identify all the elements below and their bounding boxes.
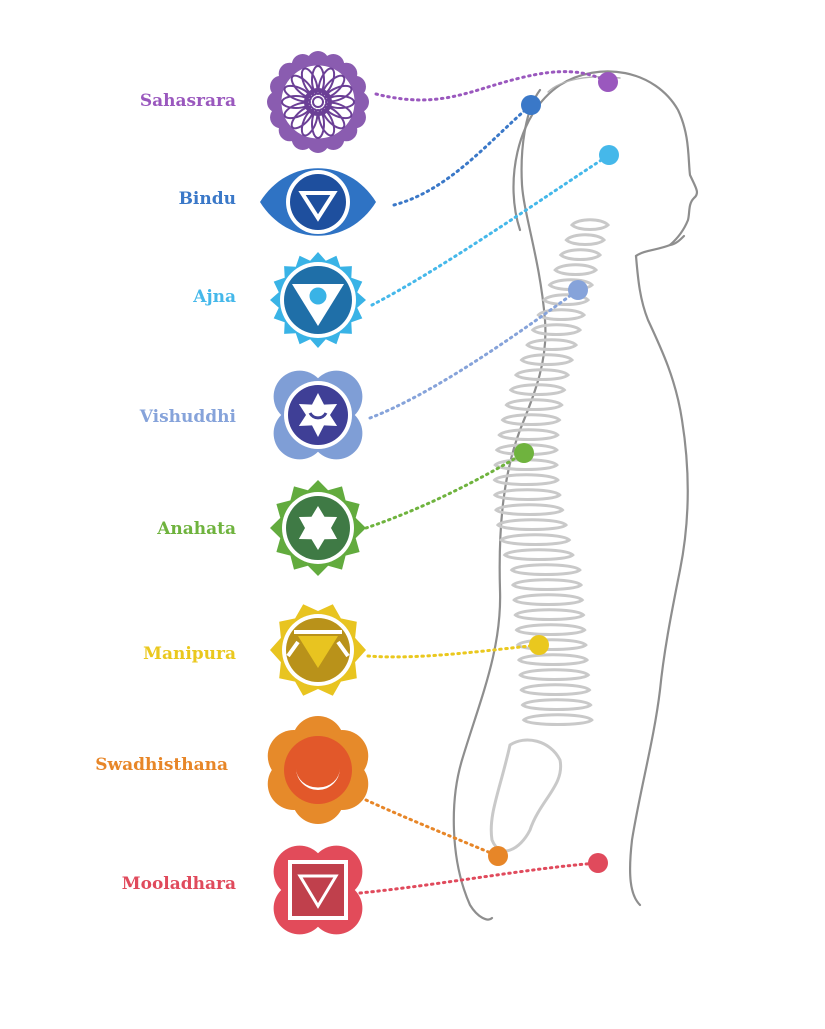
connector-mooladhara xyxy=(360,863,598,893)
vertebra xyxy=(513,580,581,590)
vertebra xyxy=(519,655,587,665)
chakra-symbol-vishuddhi xyxy=(274,371,363,460)
vertebra xyxy=(515,610,583,620)
vertebra xyxy=(498,520,566,530)
body-silhouette xyxy=(454,71,697,919)
vertebra xyxy=(505,550,573,560)
label-manipura: Manipura xyxy=(36,644,236,664)
label-swadhisthana: Swadhisthana xyxy=(28,755,228,775)
vertebra xyxy=(566,235,604,245)
chakra-symbol-ajna xyxy=(270,252,366,348)
chakra-symbols xyxy=(260,51,376,934)
chakra-symbol-anahata xyxy=(270,480,366,576)
vertebra xyxy=(520,670,588,680)
chakra-symbol-bindu xyxy=(260,168,376,236)
vertebra xyxy=(514,595,582,605)
body-point-bindu xyxy=(521,95,541,115)
label-mooladhara: Mooladhara xyxy=(36,874,236,894)
chakra-symbol-manipura xyxy=(270,604,366,695)
body-point-anahata xyxy=(514,443,534,463)
vertebra xyxy=(512,565,580,575)
label-bindu: Bindu xyxy=(36,189,236,209)
vertebra xyxy=(517,625,585,635)
vertebra xyxy=(523,700,591,710)
body-point-vishuddhi xyxy=(568,280,588,300)
label-vishuddhi: Vishuddhi xyxy=(36,407,236,427)
label-sahasrara: Sahasrara xyxy=(36,91,236,111)
connector-anahata xyxy=(366,453,524,528)
vertebra xyxy=(533,325,580,335)
connector-swadhisthana xyxy=(366,800,498,856)
vertebra xyxy=(527,340,576,350)
vertebra xyxy=(511,385,565,395)
vertebra xyxy=(506,400,561,410)
body-point-swadhisthana xyxy=(488,846,508,866)
connector-manipura xyxy=(368,645,539,657)
vertebra xyxy=(518,640,586,650)
vertebra xyxy=(496,505,562,515)
label-anahata: Anahata xyxy=(36,519,236,539)
front-outline xyxy=(630,256,688,905)
body-point-sahasrara xyxy=(598,72,618,92)
vertebra xyxy=(503,415,560,425)
chakra-symbol-mooladhara xyxy=(274,846,363,935)
vertebra xyxy=(516,370,568,380)
vertebra xyxy=(521,685,589,695)
label-ajna: Ajna xyxy=(36,287,236,307)
vertebra xyxy=(495,475,558,485)
vertebra xyxy=(522,355,572,365)
connector-lines xyxy=(360,72,609,893)
chakra-symbol-sahasrara xyxy=(267,51,369,153)
body-point-manipura xyxy=(529,635,549,655)
body-point-ajna xyxy=(599,145,619,165)
body-point-mooladhara xyxy=(588,853,608,873)
vertebra xyxy=(561,250,600,260)
vertebra xyxy=(501,535,569,545)
vertebra xyxy=(524,715,592,725)
vertebra xyxy=(555,265,596,275)
vertebra xyxy=(499,430,557,440)
spine xyxy=(491,220,608,851)
vertebra xyxy=(572,220,608,230)
sacrum xyxy=(491,740,560,851)
chakra-symbol-swadhisthana xyxy=(268,716,368,824)
connector-bindu xyxy=(394,105,531,205)
connector-sahasrara xyxy=(376,72,608,100)
